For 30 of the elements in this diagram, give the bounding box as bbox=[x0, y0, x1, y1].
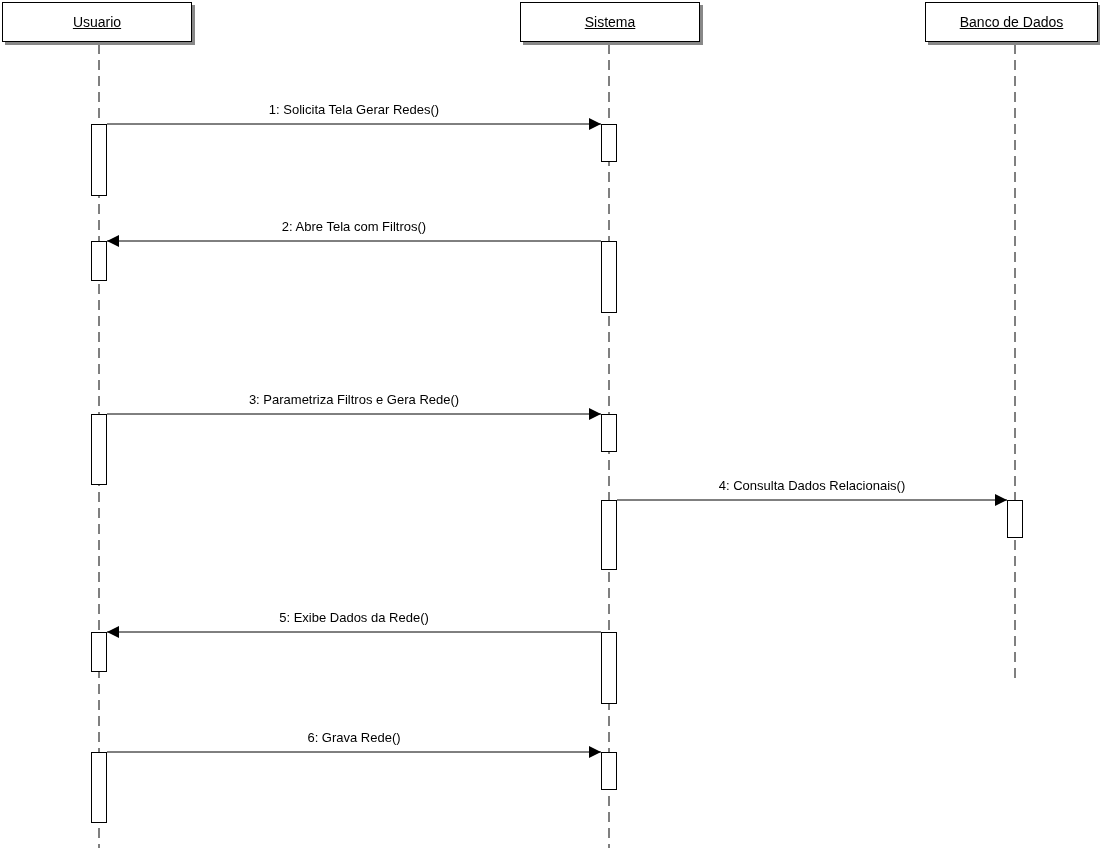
message-arrow bbox=[106, 408, 602, 420]
participant-box bbox=[520, 2, 700, 42]
message-arrow bbox=[106, 746, 602, 758]
participant-name: Usuario bbox=[72, 14, 122, 30]
activation-bar bbox=[91, 752, 107, 823]
activation-bar bbox=[601, 124, 617, 162]
activation-bar bbox=[91, 241, 107, 281]
participant-box bbox=[2, 2, 192, 42]
message-label: 3: Parametriza Filtros e Gera Rede() bbox=[246, 392, 462, 407]
message-label: 2: Abre Tela com Filtros() bbox=[279, 219, 429, 234]
activation-bar bbox=[601, 752, 617, 790]
activation-bar bbox=[1007, 500, 1023, 538]
activation-bar bbox=[601, 241, 617, 313]
activation-bar bbox=[91, 414, 107, 485]
message-arrow bbox=[106, 118, 602, 130]
participant-box bbox=[925, 2, 1098, 42]
activation-bar bbox=[601, 500, 617, 570]
activation-bar bbox=[601, 414, 617, 452]
message-label: 5: Exibe Dados da Rede() bbox=[277, 610, 431, 625]
message-label: 4: Consulta Dados Relacionais() bbox=[716, 478, 908, 493]
activation-bar bbox=[91, 632, 107, 672]
activation-bar bbox=[91, 124, 107, 196]
activation-bar bbox=[601, 632, 617, 704]
message-arrow bbox=[106, 235, 602, 247]
message-arrow bbox=[616, 494, 1008, 506]
message-label: 1: Solicita Tela Gerar Redes() bbox=[266, 102, 442, 117]
message-arrow bbox=[106, 626, 602, 638]
participant-name: Sistema bbox=[584, 14, 636, 30]
participant-name: Banco de Dados bbox=[959, 14, 1064, 30]
message-label: 6: Grava Rede() bbox=[305, 730, 403, 745]
